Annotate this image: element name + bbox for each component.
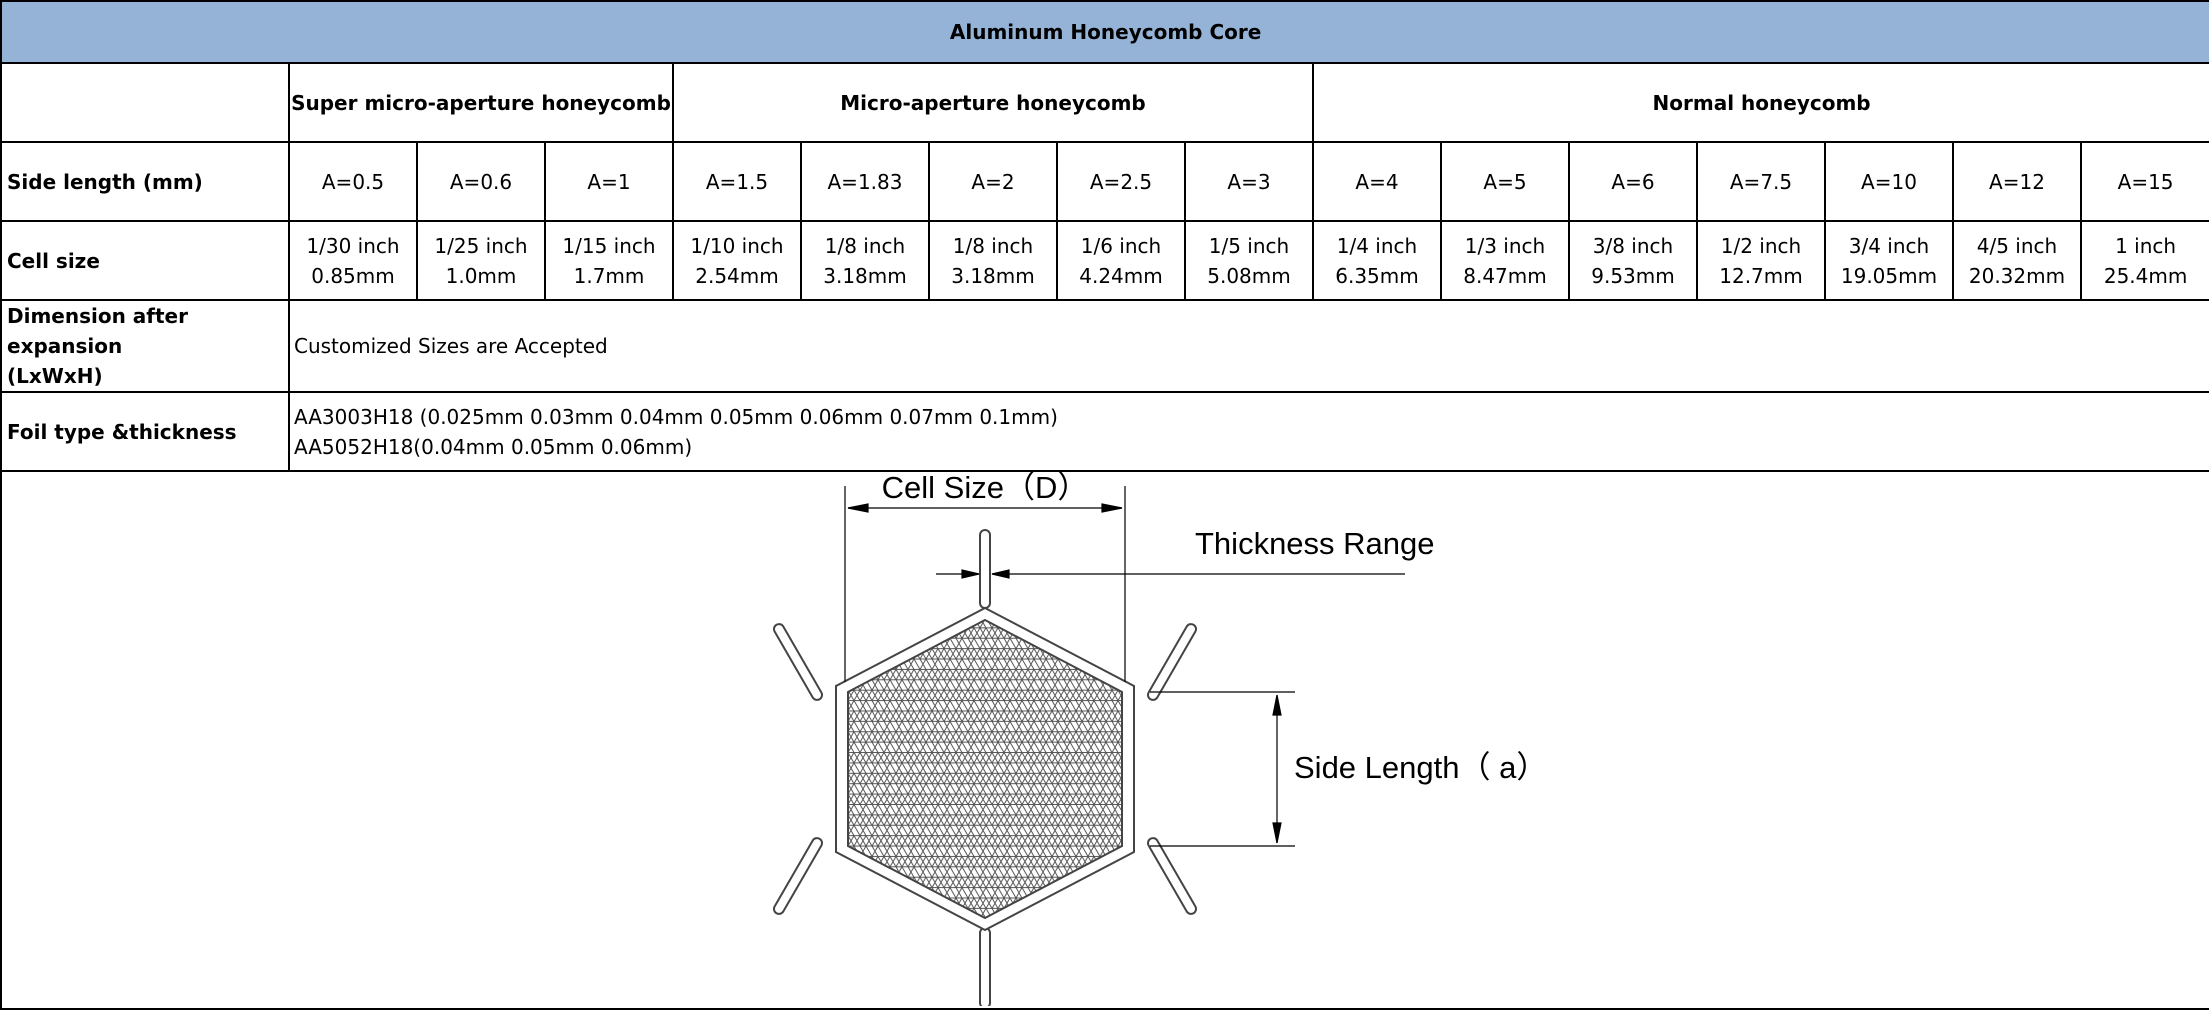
cell-size-cell: 1/10 inch 2.54mm — [672, 220, 802, 301]
cell-size-inch: 1/4 inch — [1336, 233, 1418, 258]
thickness-dimension — [936, 569, 1405, 579]
cell-size-cell: 1/3 inch 8.47mm — [1440, 220, 1570, 301]
cell-size-mm: 2.54mm — [695, 263, 779, 288]
cell-size-mm: 0.85mm — [311, 263, 395, 288]
cell-size-inch: 3/8 inch — [1592, 233, 1674, 258]
cell-size-cell: 1 inch 25.4mm — [2079, 220, 2209, 301]
cell-size-mm: 12.7mm — [1719, 263, 1803, 288]
side-length-cell: A=4 — [1312, 141, 1442, 222]
side-length-diagram-label: Side Length（ a） — [1294, 750, 1547, 785]
side-length-cell: A=1.83 — [800, 141, 930, 222]
cell-size-mm: 3.18mm — [951, 263, 1035, 288]
cell-size-inch: 1/30 inch — [306, 233, 400, 258]
cell-size-mm: 3.18mm — [823, 263, 907, 288]
cell-size-inch: 1/8 inch — [952, 233, 1034, 258]
side-length-cell: A=10 — [1824, 141, 1954, 222]
cell-size-cell: 4/5 inch 20.32mm — [1952, 220, 2082, 301]
cell-size-cell: 1/6 inch 4.24mm — [1056, 220, 1186, 301]
group-normal: Normal honeycomb — [1311, 62, 2209, 143]
side-length-cell: A=1.5 — [672, 141, 802, 222]
cell-size-diagram-label: Cell Size（D） — [882, 472, 1089, 505]
foil-value: AA3003H18 (0.025mm 0.03mm 0.04mm 0.05mm … — [287, 391, 2209, 472]
side-length-cell: A=2 — [928, 141, 1058, 222]
thickness-diagram-label: Thickness Range — [1195, 526, 1435, 561]
cell-size-inch: 4/5 inch — [1976, 233, 2058, 258]
cell-size-inch: 3/4 inch — [1848, 233, 1930, 258]
cell-size-cell: 1/4 inch 6.35mm — [1312, 220, 1442, 301]
cell-size-inch: 1/3 inch — [1464, 233, 1546, 258]
cell-size-inch: 1/2 inch — [1720, 233, 1802, 258]
foil-line-5052: AA5052H18(0.04mm 0.05mm 0.06mm) — [294, 434, 693, 459]
cell-size-inch: 1/10 inch — [690, 233, 784, 258]
cell-size-inch: 1 inch — [2115, 233, 2177, 258]
cell-size-dimension — [844, 486, 1126, 682]
group-micro: Micro-aperture honeycomb — [672, 62, 1314, 143]
cell-size-inch: 1/8 inch — [824, 233, 906, 258]
cell-wall-spokes — [773, 529, 1197, 1006]
side-length-cell: A=3 — [1184, 141, 1314, 222]
side-length-dimension — [1150, 691, 1295, 847]
side-length-cell: A=5 — [1440, 141, 1570, 222]
foil-label: Foil type &thickness — [0, 391, 290, 472]
foil-line-3003: AA3003H18 (0.025mm 0.03mm 0.04mm 0.05mm … — [294, 404, 1058, 429]
cell-size-mm: 1.0mm — [445, 263, 517, 288]
honeycomb-diagram: Cell Size（D） Thickness Range — [773, 472, 1547, 1006]
cell-size-inch: 1/6 inch — [1080, 233, 1162, 258]
cell-size-cell: 1/2 inch 12.7mm — [1696, 220, 1826, 301]
cell-size-cell: 3/8 inch 9.53mm — [1568, 220, 1698, 301]
group-header-row: Super micro-aperture honeycomb Micro-ape… — [0, 62, 2209, 143]
cell-size-mm: 4.24mm — [1079, 263, 1163, 288]
cell-size-cell: 1/30 inch 0.85mm — [288, 220, 418, 301]
cell-size-cell: 3/4 inch 19.05mm — [1824, 220, 1954, 301]
dimension-label-line1: Dimension after expansion — [7, 304, 188, 358]
cell-size-mm: 25.4mm — [2103, 263, 2188, 288]
cell-size-mm: 19.05mm — [1840, 263, 1938, 288]
cell-size-cell: 1/5 inch 5.08mm — [1184, 220, 1314, 301]
cell-size-mm: 1.7mm — [573, 263, 645, 288]
cell-size-inch: 1/5 inch — [1208, 233, 1290, 258]
side-length-cell: A=0.6 — [416, 141, 546, 222]
cell-size-cell: 1/8 inch 3.18mm — [800, 220, 930, 301]
hexagon-inner-mesh — [847, 618, 1123, 920]
side-length-label: Side length (mm) — [0, 141, 290, 222]
side-length-cell: A=12 — [1952, 141, 2082, 222]
diagram-cell: Cell Size（D） Thickness Range — [0, 470, 2209, 1010]
cell-size-mm: 9.53mm — [1591, 263, 1675, 288]
cell-size-cell: 1/15 inch 1.7mm — [544, 220, 674, 301]
cell-size-cell: 1/25 inch 1.0mm — [416, 220, 546, 301]
cell-size-inch: 1/15 inch — [562, 233, 656, 258]
dimension-row: Dimension after expansion (LxWxH) Custom… — [0, 299, 2209, 393]
cell-size-mm: 6.35mm — [1335, 263, 1419, 288]
cell-size-mm: 8.47mm — [1463, 263, 1547, 288]
side-length-cell: A=1 — [544, 141, 674, 222]
side-length-cell: A=7.5 — [1696, 141, 1826, 222]
cell-size-inch: 1/25 inch — [434, 233, 528, 258]
cell-size-label: Cell size — [0, 220, 290, 301]
dimension-label-line2: (LxWxH) — [7, 364, 103, 388]
dimension-label: Dimension after expansion (LxWxH) — [0, 299, 290, 393]
page-title: Aluminum Honeycomb Core — [0, 0, 2209, 64]
side-length-cell: A=15 — [2079, 141, 2209, 222]
side-length-cell: A=0.5 — [288, 141, 418, 222]
group-super-micro: Super micro-aperture honeycomb — [288, 62, 674, 143]
side-length-cell: A=6 — [1568, 141, 1698, 222]
dimension-value: Customized Sizes are Accepted — [287, 299, 2209, 393]
empty-header-cell — [0, 62, 290, 143]
foil-row: Foil type &thickness AA3003H18 (0.025mm … — [0, 391, 2209, 472]
cell-size-mm: 20.32mm — [1968, 263, 2066, 288]
cell-size-cell: 1/8 inch 3.18mm — [928, 220, 1058, 301]
cell-size-mm: 5.08mm — [1207, 263, 1291, 288]
side-length-cell: A=2.5 — [1056, 141, 1186, 222]
